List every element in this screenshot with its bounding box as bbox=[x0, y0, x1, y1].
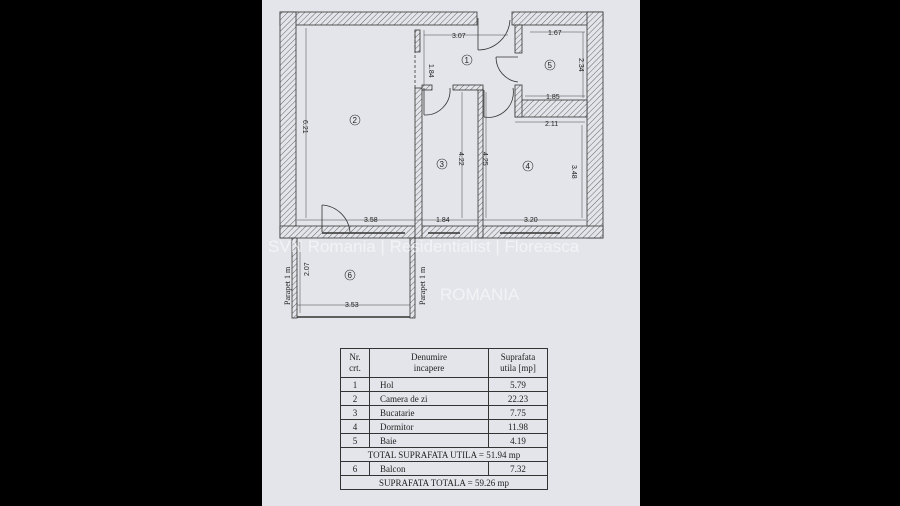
total-area: SUPRAFATA TOTALA = 59.26 mp bbox=[340, 475, 548, 490]
room-numbers bbox=[344, 54, 556, 281]
cell-name: Bucatarie bbox=[369, 405, 489, 420]
cell-nr: 3 bbox=[340, 405, 370, 420]
windows bbox=[297, 232, 560, 318]
room-4-label: 4 bbox=[526, 162, 531, 171]
cell-name: Hol bbox=[369, 377, 489, 392]
dim-balcony-height: 2.07 bbox=[304, 262, 311, 276]
room-1-label: 1 bbox=[465, 56, 470, 65]
dim-hall-width: 3.07 bbox=[452, 33, 466, 40]
cell-area: 4.19 bbox=[488, 433, 548, 448]
cell-nr: 1 bbox=[340, 377, 370, 392]
cell-name: Camera de zi bbox=[369, 391, 489, 406]
cell-name: Baie bbox=[369, 433, 489, 448]
cell-name: Dormitor bbox=[369, 419, 489, 434]
dim-kitchen-height: 4.22 bbox=[457, 152, 464, 166]
dim-bedroom-right: 3.48 bbox=[570, 165, 577, 179]
dim-living-width: 3.58 bbox=[364, 217, 378, 224]
dim-bedroom-width: 3.20 bbox=[524, 217, 538, 224]
dim-living-height: 6.21 bbox=[301, 120, 308, 134]
total-util: TOTAL SUPRAFATA UTILA = 51.94 mp bbox=[340, 447, 548, 462]
cell-nr: 5 bbox=[340, 433, 370, 448]
dimension-labels: 3.07 1.84 1.67 2.34 1.85 2.11 6.21 4.22 … bbox=[283, 30, 584, 309]
dim-bath-bottom: 1.85 bbox=[546, 94, 560, 101]
dim-bedroom-left: 4.25 bbox=[481, 152, 488, 166]
parapet-right-label: Parapet 1 m bbox=[418, 266, 427, 305]
cell-area: 11.98 bbox=[488, 419, 548, 434]
header-area: Suprafata bbox=[500, 352, 536, 362]
room-6-label: 6 bbox=[348, 271, 353, 280]
header-name-2: incapere bbox=[413, 363, 445, 373]
parapet-left-label: Parapet 1 m bbox=[283, 266, 292, 305]
cell-area: 22.23 bbox=[488, 391, 548, 406]
cell-area: 7.75 bbox=[488, 405, 548, 420]
dim-balcony-width: 3.53 bbox=[345, 302, 359, 309]
cell-area: 7.32 bbox=[488, 461, 548, 476]
cell-area: 5.79 bbox=[488, 377, 548, 392]
header-name: Denumire bbox=[411, 352, 447, 362]
room-5-label: 5 bbox=[548, 61, 553, 70]
doors bbox=[321, 18, 519, 233]
cell-nr: 2 bbox=[340, 391, 370, 406]
room-3-label: 3 bbox=[440, 160, 445, 169]
cell-nr: 4 bbox=[340, 419, 370, 434]
total-row: SUPRAFATA TOTALA = 59.26 mp bbox=[340, 475, 548, 490]
dim-hall-depth: 1.84 bbox=[427, 64, 434, 78]
cell-nr: 6 bbox=[340, 461, 370, 476]
dim-bath-top: 1.67 bbox=[548, 30, 562, 37]
header-nr: Nr. bbox=[349, 352, 361, 362]
room-2-label: 2 bbox=[353, 116, 358, 125]
watermark-text: SVN Romania | Residentialist | Floreasca bbox=[268, 237, 580, 256]
dim-bath-height: 2.34 bbox=[577, 58, 584, 72]
walls bbox=[279, 11, 604, 319]
header-nr-2: crt. bbox=[349, 363, 361, 373]
watermark-logo-text: ROMANIA bbox=[440, 285, 520, 304]
dimension-lines bbox=[297, 28, 586, 313]
header-area-2: utila [mp] bbox=[500, 363, 536, 373]
total-util-row: TOTAL SUPRAFATA UTILA = 51.94 mp bbox=[340, 447, 548, 462]
cell-name: Balcon bbox=[369, 461, 489, 476]
dim-kitchen-width: 1.84 bbox=[436, 217, 450, 224]
dim-bedroom-top: 2.11 bbox=[545, 121, 558, 128]
